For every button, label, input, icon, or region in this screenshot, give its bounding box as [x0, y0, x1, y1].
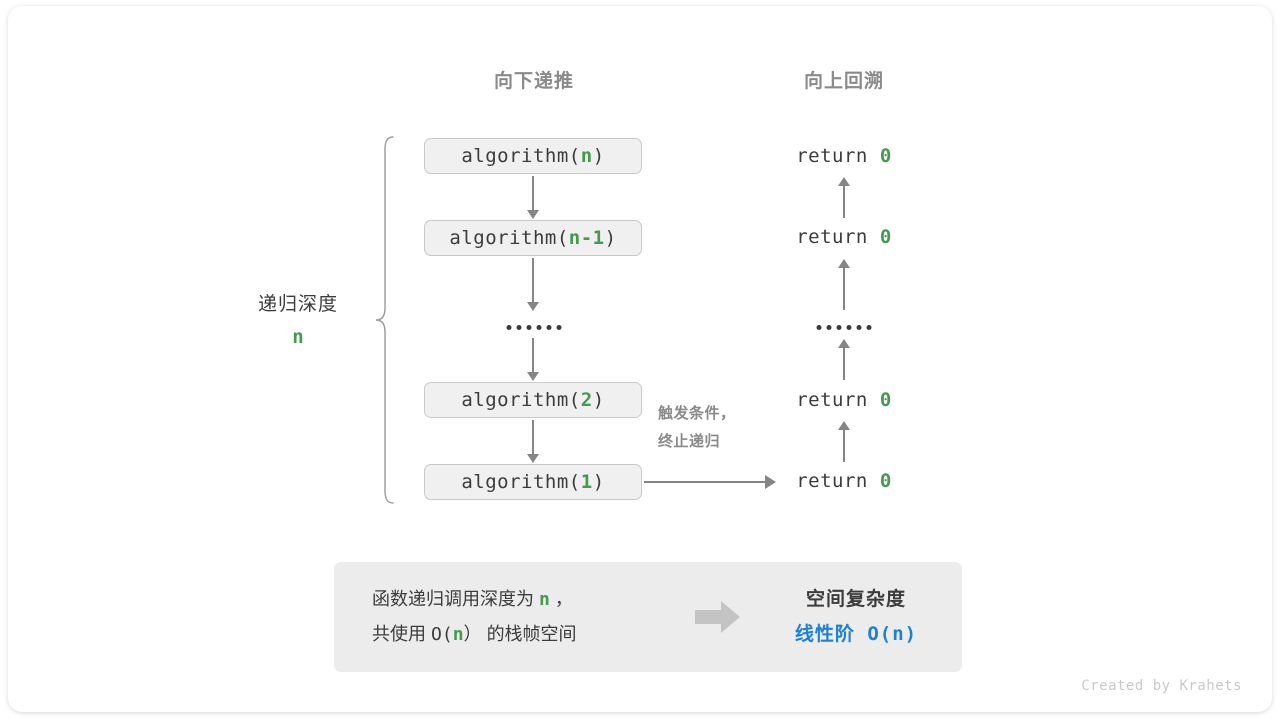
complexity-suffix: ） — [463, 624, 482, 645]
summary-line-2-text-a: 共使用 — [372, 624, 426, 644]
call-box-n-minus-1[interactable]: algorithm(n-1) — [424, 220, 642, 256]
trigger-condition-note: 触发条件， 终止递归 — [658, 400, 736, 456]
recursion-depth-label: 递归深度 n — [258, 289, 338, 348]
call-suffix: ) — [592, 389, 605, 411]
up-arrow-4 — [836, 421, 852, 462]
return-keyword: return — [796, 145, 868, 167]
summary-line-1-text-b: ， — [554, 589, 573, 609]
return-keyword: return — [796, 226, 868, 248]
return-keyword: return — [796, 470, 868, 492]
return-value: 0 — [879, 470, 892, 492]
recursion-depth-brace — [374, 136, 396, 504]
down-arrow-1 — [525, 176, 541, 219]
call-argument: 2 — [580, 389, 593, 411]
up-arrow-3 — [836, 339, 852, 380]
return-keyword: return — [796, 389, 868, 411]
complexity-prefix: O( — [431, 624, 453, 645]
call-prefix: algorithm( — [449, 227, 569, 249]
return-statement-3: return 0 — [796, 389, 892, 411]
complexity-variable: n — [452, 624, 464, 645]
column-header-backtrack-up: 向上回溯 — [803, 71, 885, 92]
recursion-depth-text: 递归深度 — [257, 294, 339, 315]
summary-conclusion: 空间复杂度 线性阶 O(n) — [750, 583, 962, 651]
ellipsis-left — [506, 325, 562, 330]
summary-conclusion-value: 线性阶 O(n) — [794, 623, 918, 645]
watermark: Created by Krahets — [1081, 678, 1242, 694]
return-statement-4: return 0 — [796, 470, 892, 492]
call-prefix: algorithm( — [461, 389, 581, 411]
right-arrow-icon — [695, 601, 740, 633]
trigger-note-line-2: 终止递归 — [658, 433, 721, 450]
call-suffix: ) — [592, 471, 605, 493]
return-value: 0 — [879, 145, 892, 167]
recursion-depth-value: n — [292, 326, 304, 348]
call-suffix: ) — [604, 227, 617, 249]
call-prefix: algorithm( — [461, 145, 581, 167]
up-arrow-1 — [836, 177, 852, 218]
call-box-1[interactable]: algorithm(1) — [424, 464, 642, 500]
return-statement-2: return 0 — [796, 226, 892, 248]
summary-line-1: 函数递归调用深度为 n ， — [372, 582, 686, 617]
call-argument: 1 — [580, 471, 593, 493]
brace-icon — [375, 136, 394, 504]
up-arrow-2 — [836, 259, 852, 310]
summary-line-2-complexity: O(n） — [431, 624, 482, 645]
call-prefix: algorithm( — [461, 471, 581, 493]
summary-line-2: 共使用 O(n） 的栈帧空间 — [372, 617, 686, 652]
summary-implies-arrow — [686, 600, 750, 634]
call-argument: n — [580, 145, 593, 167]
base-case-arrow — [644, 475, 776, 489]
ellipsis-right — [816, 325, 872, 330]
summary-description: 函数递归调用深度为 n ， 共使用 O(n） 的栈帧空间 — [334, 582, 686, 652]
summary-line-2-text-b: 的栈帧空间 — [486, 624, 577, 644]
diagram-canvas: 向下递推 向上回溯 递归深度 n algorithm(n) algorithm(… — [8, 6, 1272, 712]
call-box-2[interactable]: algorithm(2) — [424, 382, 642, 418]
down-arrow-2 — [525, 258, 541, 311]
summary-conclusion-title: 空间复杂度 — [805, 589, 906, 610]
down-arrow-4 — [525, 420, 541, 463]
column-header-recurse-down: 向下递推 — [493, 71, 575, 92]
summary-panel: 函数递归调用深度为 n ， 共使用 O(n） 的栈帧空间 空间复杂度 线性阶 O… — [334, 562, 962, 672]
call-suffix: ) — [592, 145, 605, 167]
return-value: 0 — [879, 226, 892, 248]
return-value: 0 — [879, 389, 892, 411]
trigger-note-line-1: 触发条件， — [658, 405, 736, 422]
summary-line-1-highlight: n — [539, 589, 550, 610]
down-arrow-3 — [525, 338, 541, 381]
return-statement-1: return 0 — [796, 145, 892, 167]
call-argument: n-1 — [568, 227, 605, 249]
summary-line-1-text-a: 函数递归调用深度为 — [372, 589, 534, 609]
call-box-n[interactable]: algorithm(n) — [424, 138, 642, 174]
